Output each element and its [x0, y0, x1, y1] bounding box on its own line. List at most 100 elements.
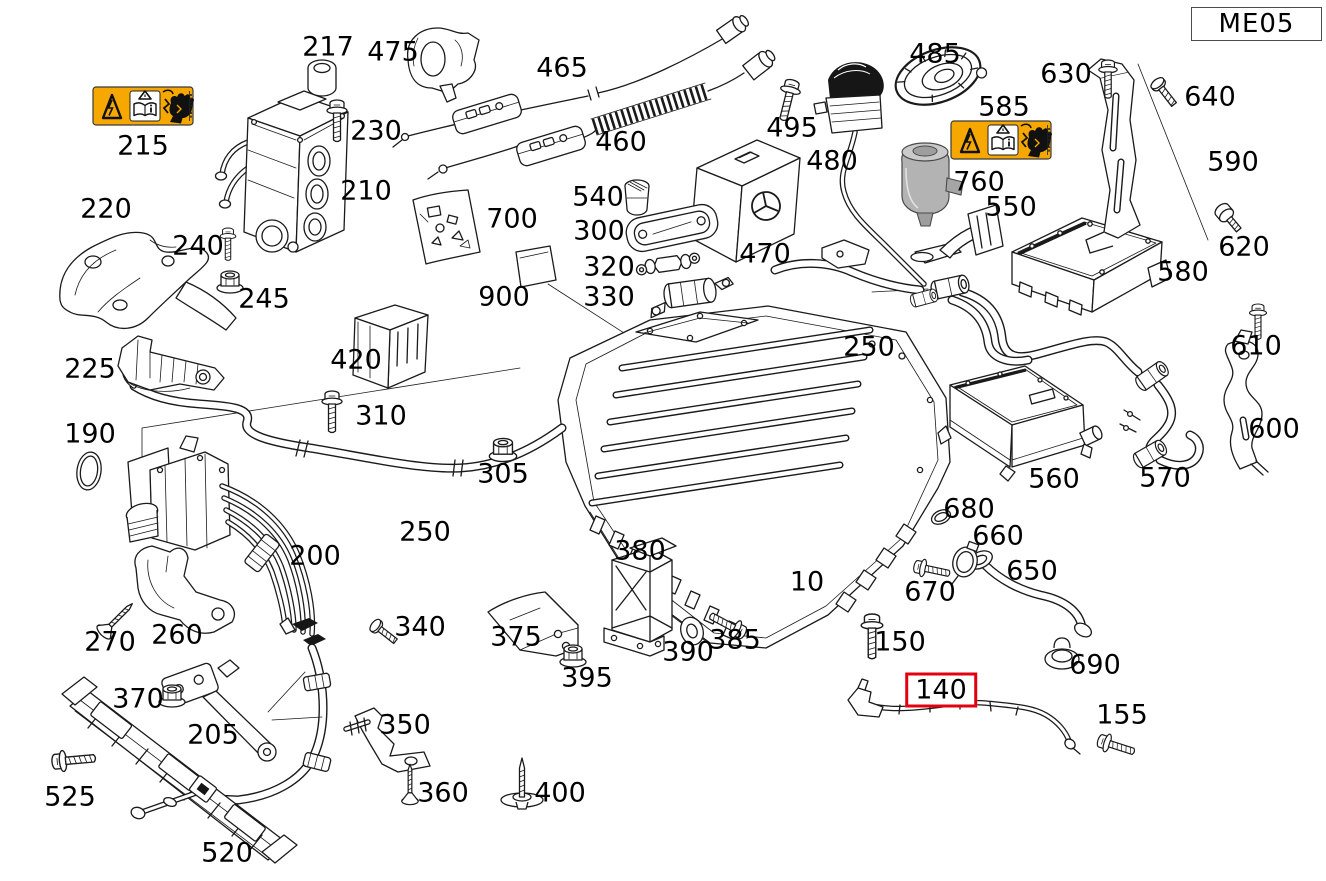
part-label-390[interactable]: 390: [662, 636, 714, 668]
part-label-420[interactable]: 420: [330, 344, 382, 376]
part-label-370[interactable]: 370: [112, 683, 164, 715]
part-label-460[interactable]: 460: [595, 126, 647, 158]
part-label-550[interactable]: 550: [985, 191, 1037, 223]
part-label-217[interactable]: 217: [302, 31, 354, 63]
part-label-525[interactable]: 525: [44, 781, 96, 813]
part-label-155[interactable]: 155: [1096, 699, 1148, 731]
part-260-bracket-drawing: [134, 545, 235, 634]
part-225-support-bracket-drawing: [117, 335, 225, 392]
part-380-support-tower-drawing: [603, 537, 677, 657]
part-460-charging-cable-coiled-drawing: [427, 49, 776, 180]
part-217-bushing-drawing: [307, 59, 337, 97]
part-label-690[interactable]: 690: [1069, 649, 1121, 681]
part-label-210[interactable]: 210: [340, 175, 392, 207]
part-760-coolant-pump-drawing: [901, 142, 964, 227]
part-200-line-set-drawing: [125, 435, 332, 805]
part-label-680[interactable]: 680: [943, 493, 995, 525]
part-label-340[interactable]: 340: [394, 611, 446, 643]
part-label-240[interactable]: 240: [172, 230, 224, 262]
part-label-375[interactable]: 375: [490, 621, 542, 653]
part-label-480[interactable]: 480: [806, 145, 858, 177]
part-label-560[interactable]: 560: [1028, 463, 1080, 495]
part-label-640[interactable]: 640: [1184, 81, 1236, 113]
part-label-385[interactable]: 385: [709, 624, 761, 656]
part-label-225[interactable]: 225: [64, 353, 116, 385]
part-label-360[interactable]: 360: [417, 777, 469, 809]
part-label-270[interactable]: 270: [84, 626, 136, 658]
part-label-320[interactable]: 320: [583, 251, 635, 283]
part-210-power-electronics-drawing: [214, 90, 349, 253]
part-label-350[interactable]: 350: [379, 709, 431, 741]
part-660-clamp-drawing: [951, 540, 980, 585]
part-220-mounting-bracket-drawing: [59, 231, 237, 331]
part-label-540[interactable]: 540: [572, 181, 624, 213]
warning-sticker-215: [91, 85, 196, 127]
part-label-590[interactable]: 590: [1207, 146, 1259, 178]
part-label-380[interactable]: 380: [614, 535, 666, 567]
part-690-grommet-drawing: [1044, 637, 1080, 670]
part-label-400[interactable]: 400: [534, 777, 586, 809]
part-465-charging-cable-drawing: [392, 14, 749, 148]
part-label-140[interactable]: 140: [905, 672, 977, 708]
mercedes-star-icon: [751, 191, 781, 221]
part-580-battery-control-unit-drawing: [1011, 217, 1171, 316]
part-label-485[interactable]: 485: [909, 38, 961, 70]
part-label-630[interactable]: 630: [1040, 58, 1092, 90]
part-250-coolant-hose-right-drawing: [770, 259, 1143, 377]
part-900-label-drawing: [515, 245, 557, 288]
part-700-label-sheet-drawing: [412, 189, 481, 265]
part-570-hose-drawing: [1119, 358, 1204, 471]
part-label-190[interactable]: 190: [64, 418, 116, 450]
part-540-canister-drawing: [624, 179, 650, 216]
part-label-585[interactable]: 585: [978, 91, 1030, 123]
part-330-fuse-large-drawing: [650, 276, 734, 319]
part-label-670[interactable]: 670: [904, 576, 956, 608]
part-label-660[interactable]: 660: [972, 520, 1024, 552]
part-label-250[interactable]: 250: [843, 331, 895, 363]
part-label-310[interactable]: 310: [355, 400, 407, 432]
part-label-495[interactable]: 495: [766, 112, 818, 144]
part-label-470[interactable]: 470: [739, 238, 791, 270]
part-label-230[interactable]: 230: [350, 115, 402, 147]
diagram-code: ME05: [1218, 9, 1295, 39]
part-label-200[interactable]: 200: [289, 540, 341, 572]
part-label-620[interactable]: 620: [1218, 231, 1270, 263]
part-label-580[interactable]: 580: [1157, 256, 1209, 288]
part-label-245[interactable]: 245: [238, 283, 290, 315]
diagram-code-box: ME05: [1191, 7, 1322, 41]
part-label-205[interactable]: 205: [187, 719, 239, 751]
part-label-900[interactable]: 900: [478, 281, 530, 313]
part-label-465[interactable]: 465: [536, 52, 588, 84]
part-590-rear-bracket-drawing: [1085, 58, 1141, 254]
part-label-395[interactable]: 395: [561, 662, 613, 694]
part-label-150[interactable]: 150: [874, 626, 926, 658]
part-label-570[interactable]: 570: [1139, 462, 1191, 494]
part-label-600[interactable]: 600: [1248, 413, 1300, 445]
part-400-screw-washer-drawing: [500, 757, 544, 810]
part-label-520[interactable]: 520: [201, 837, 253, 869]
part-label-330[interactable]: 330: [583, 281, 635, 313]
part-label-215[interactable]: 215: [117, 130, 169, 162]
part-label-475[interactable]: 475: [367, 36, 419, 68]
part-520-cell-module-rail-drawing: [61, 676, 298, 864]
part-600-side-bracket-drawing: [1223, 329, 1269, 476]
part-label-650[interactable]: 650: [1006, 555, 1058, 587]
part-680-o-ring-drawing: [930, 509, 952, 525]
part-label-760[interactable]: 760: [953, 166, 1005, 198]
part-label-305[interactable]: 305: [477, 458, 529, 490]
part-label-10[interactable]: 10: [789, 566, 825, 598]
part-550-holder-drawing: [910, 204, 1004, 264]
part-560-dcdc-converter-drawing: [937, 365, 1103, 482]
part-label-260[interactable]: 260: [151, 619, 203, 651]
part-label-700[interactable]: 700: [486, 203, 538, 235]
part-190-seal-ring-drawing: [73, 449, 105, 493]
part-label-300[interactable]: 300: [573, 215, 625, 247]
part-label-220[interactable]: 220: [80, 193, 132, 225]
part-480-hv-cable-drawing: [813, 62, 927, 287]
warning-sticker-585: [949, 119, 1054, 161]
part-label-250[interactable]: 250: [399, 516, 451, 548]
part-label-610[interactable]: 610: [1230, 330, 1282, 362]
